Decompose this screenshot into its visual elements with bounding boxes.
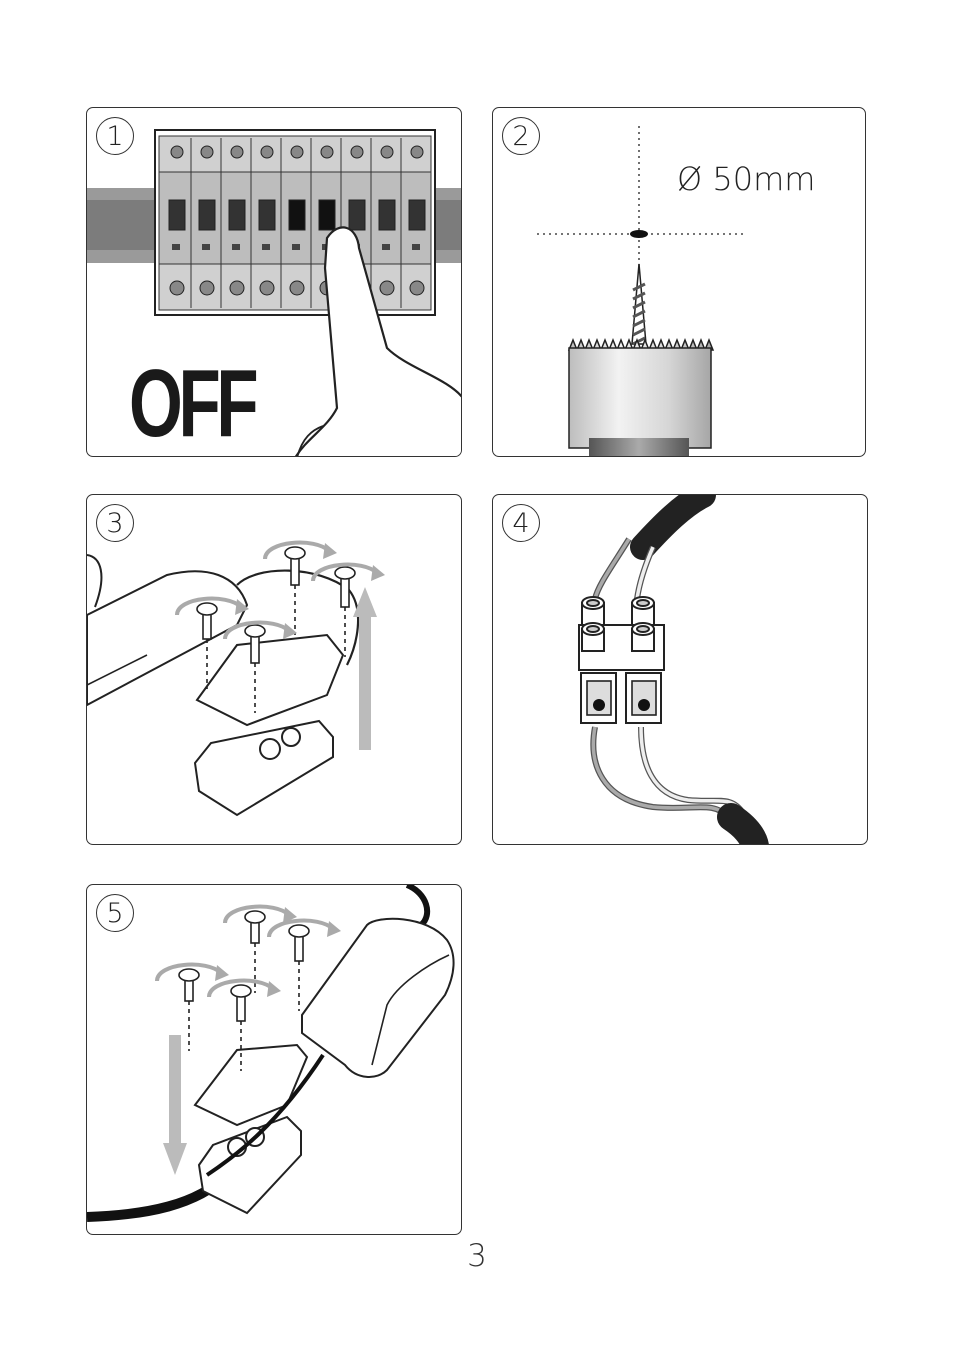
junction-box-close-illustration: [87, 885, 462, 1235]
off-label: OFF: [129, 356, 254, 452]
step-number: 4: [502, 504, 540, 542]
step-number: 2: [502, 117, 540, 155]
step-5-panel: 5: [86, 884, 462, 1235]
junction-box-open-illustration: [87, 495, 462, 845]
page-number: 3: [0, 1238, 954, 1274]
step-1-panel: 1 OFF: [86, 107, 462, 457]
diameter-label: Ø 50mm: [677, 160, 815, 198]
step-number: 1: [96, 117, 134, 155]
step-number: 5: [96, 894, 134, 932]
step-number: 3: [96, 504, 134, 542]
step-2-panel: 2 Ø 50mm: [492, 107, 866, 457]
step-4-panel: 4: [492, 494, 868, 845]
terminal-block-illustration: [493, 495, 868, 845]
step-3-panel: 3: [86, 494, 462, 845]
